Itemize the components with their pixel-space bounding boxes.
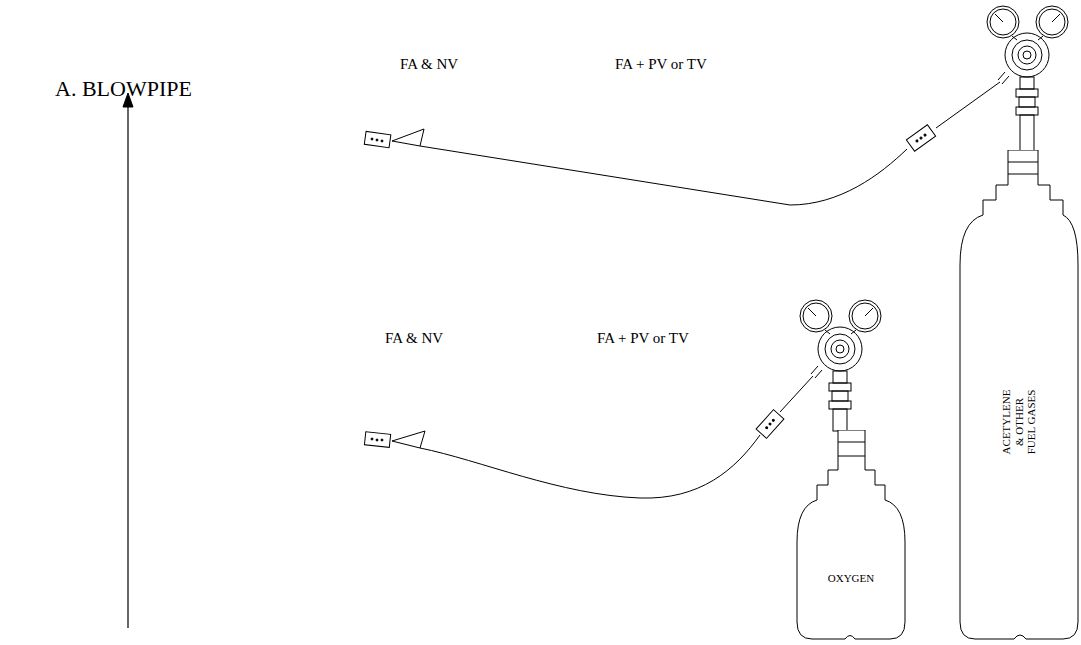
cylinder-outline xyxy=(958,150,1080,642)
oxygen-cylinder: OXYGEN xyxy=(795,430,907,642)
regulator-label: FA + PV or TV xyxy=(597,330,689,347)
fitting-label: FA & NV xyxy=(400,56,458,73)
cylinder-label: ACETYLENE & OTHER FUEL GASES xyxy=(1000,385,1038,459)
acetylene-hose xyxy=(364,82,1000,205)
fitting-label: FA & NV xyxy=(385,330,443,347)
acetylene-cylinder: ACETYLENE & OTHER FUEL GASES xyxy=(958,150,1080,642)
oxygen-regulator xyxy=(800,300,881,431)
arrow-line xyxy=(127,106,128,628)
oxygen-hose xyxy=(364,376,813,498)
cylinder-outline xyxy=(795,430,907,642)
blowpipe-label: A. BLOWPIPE xyxy=(55,77,192,101)
cylinder-label: OXYGEN xyxy=(811,572,891,585)
regulator-label: FA + PV or TV xyxy=(615,56,707,73)
acetylene-regulator xyxy=(987,6,1068,151)
